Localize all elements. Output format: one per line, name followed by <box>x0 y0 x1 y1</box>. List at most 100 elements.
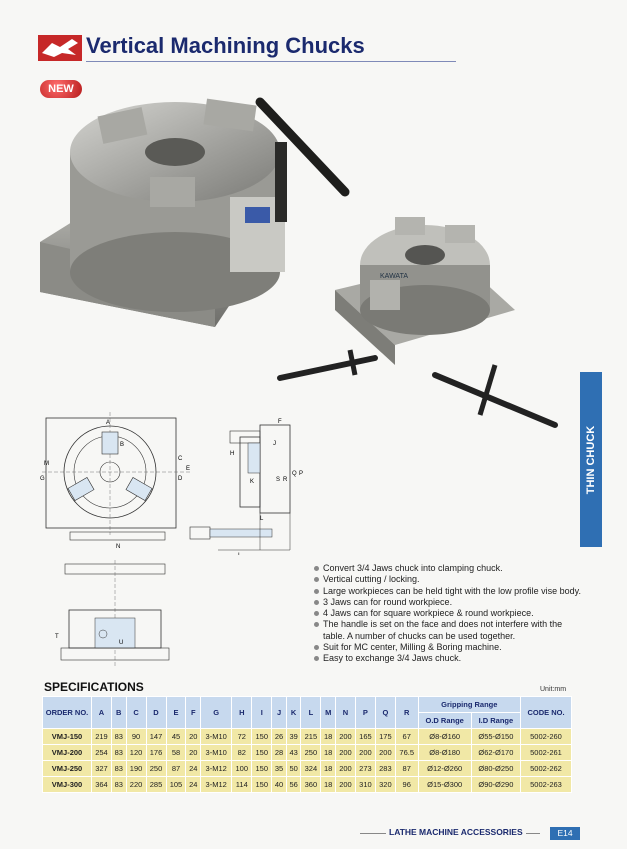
table-cell: 150 <box>251 744 273 761</box>
dim-label: F <box>278 419 282 425</box>
column-header: K <box>285 696 302 729</box>
unit-label: Unit:mm <box>540 686 567 693</box>
table-cell: 24 <box>185 760 202 777</box>
feature-item: Large workpieces can be held tight with … <box>313 586 583 597</box>
dim-label: T <box>55 634 59 640</box>
column-header: N <box>334 696 356 729</box>
drawing-front-view: A B C D E G N M <box>40 412 190 550</box>
order-number: VMJ-250 <box>42 760 92 777</box>
column-header: ORDER NO. <box>42 696 92 729</box>
table-cell: 18 <box>320 744 336 761</box>
product-photo-small-chuck: KAWATA <box>277 217 558 428</box>
column-header: J <box>271 696 287 729</box>
table-cell: 250 <box>300 744 322 761</box>
table-cell: 310 <box>354 776 376 793</box>
column-header: A <box>91 696 112 729</box>
dim-label: B <box>120 442 124 448</box>
column-header: F <box>185 696 202 729</box>
table-cell: 220 <box>125 776 147 793</box>
dim-label: R <box>283 477 288 483</box>
table-cell: 105 <box>165 776 187 793</box>
column-header: M <box>320 696 336 729</box>
column-header-group: Gripping Range <box>417 696 522 713</box>
table-cell: 150 <box>251 776 273 793</box>
dim-label: G <box>40 476 45 482</box>
table-cell: 83 <box>110 776 127 793</box>
drawing-bottom-view: T U <box>55 560 170 668</box>
table-header-row: ORDER NO. A B C D E F G H I J K L M N P … <box>42 696 572 729</box>
table-cell: 26 <box>271 728 287 745</box>
table-row: VMJ-200 254 83 120 176 58 20 3-M10 82 15… <box>42 744 572 761</box>
table-cell: 327 <box>91 760 112 777</box>
column-header: B <box>110 696 127 729</box>
table-cell: 190 <box>125 760 147 777</box>
dim-label: I <box>238 553 240 555</box>
od-range: Ø15-Ø300 <box>417 776 472 793</box>
table-cell: 250 <box>145 760 167 777</box>
table-cell: 82 <box>231 744 253 761</box>
table-cell: 96 <box>394 776 419 793</box>
table-cell: 39 <box>285 728 302 745</box>
table-cell: 150 <box>251 760 273 777</box>
product-brand-mark: KAWATA <box>380 273 408 280</box>
table-cell: 67 <box>394 728 419 745</box>
dim-label: A <box>106 420 110 426</box>
table-row: VMJ-300 364 83 220 285 105 24 3-M12 114 … <box>42 776 572 793</box>
table-cell: 87 <box>394 760 419 777</box>
table-cell: 175 <box>374 728 396 745</box>
feature-item: Suit for MC center, Milling & Boring mac… <box>313 642 583 653</box>
specifications-table: ORDER NO. A B C D E F G H I J K L M N P … <box>42 696 572 793</box>
footer-section-label: LATHE MACHINE ACCESSORIES <box>386 827 526 837</box>
table-cell: 90 <box>125 728 147 745</box>
specifications-heading: SPECIFICATIONS <box>44 680 144 694</box>
table-cell: 200 <box>334 744 356 761</box>
table-cell: 18 <box>320 728 336 745</box>
table-cell: 18 <box>320 760 336 777</box>
table-cell: 215 <box>300 728 322 745</box>
title-underline <box>86 61 456 62</box>
table-cell: 200 <box>374 744 396 761</box>
table-cell: 3-M12 <box>200 760 233 777</box>
table-cell: 3-M10 <box>200 728 233 745</box>
table-cell: 114 <box>231 776 253 793</box>
feature-item: 4 Jaws can for square workpiece & round … <box>313 608 583 619</box>
dim-label: D <box>178 476 183 482</box>
table-cell: 83 <box>110 744 127 761</box>
column-header: O.D Range <box>417 712 472 729</box>
id-range: Ø62-Ø170 <box>470 744 522 761</box>
dim-label: E <box>186 466 190 472</box>
table-cell: 18 <box>320 776 336 793</box>
table-cell: 364 <box>91 776 112 793</box>
dim-label: N <box>116 544 120 550</box>
table-cell: 58 <box>165 744 187 761</box>
column-header: G <box>200 696 233 729</box>
feature-item: The handle is set on the face and does n… <box>313 619 583 642</box>
table-cell: 324 <box>300 760 322 777</box>
page-number: E14 <box>550 827 580 840</box>
table-cell: 83 <box>110 728 127 745</box>
id-range: Ø90-Ø290 <box>470 776 522 793</box>
table-cell: 50 <box>285 760 302 777</box>
table-cell: 165 <box>354 728 376 745</box>
table-row: VMJ-250 327 83 190 250 87 24 3-M12 100 1… <box>42 760 572 777</box>
column-header: I.D Range <box>470 712 522 729</box>
table-row: VMJ-150 219 83 90 147 45 20 3-M10 72 150… <box>42 728 572 745</box>
table-cell: 273 <box>354 760 376 777</box>
table-cell: 283 <box>374 760 396 777</box>
table-cell: 45 <box>165 728 187 745</box>
table-cell: 120 <box>125 744 147 761</box>
column-header: L <box>300 696 322 729</box>
column-header: E <box>165 696 187 729</box>
dim-label: J <box>273 441 276 447</box>
table-cell: 43 <box>285 744 302 761</box>
order-number: VMJ-300 <box>42 776 92 793</box>
dim-label: C <box>178 456 183 462</box>
table-cell: 254 <box>91 744 112 761</box>
column-header: H <box>231 696 253 729</box>
table-cell: 3-M10 <box>200 744 233 761</box>
dim-label: L <box>260 516 264 522</box>
feature-item: 3 Jaws can for round workpiece. <box>313 597 583 608</box>
table-cell: 285 <box>145 776 167 793</box>
table-cell: 28 <box>271 744 287 761</box>
table-cell: 72 <box>231 728 253 745</box>
